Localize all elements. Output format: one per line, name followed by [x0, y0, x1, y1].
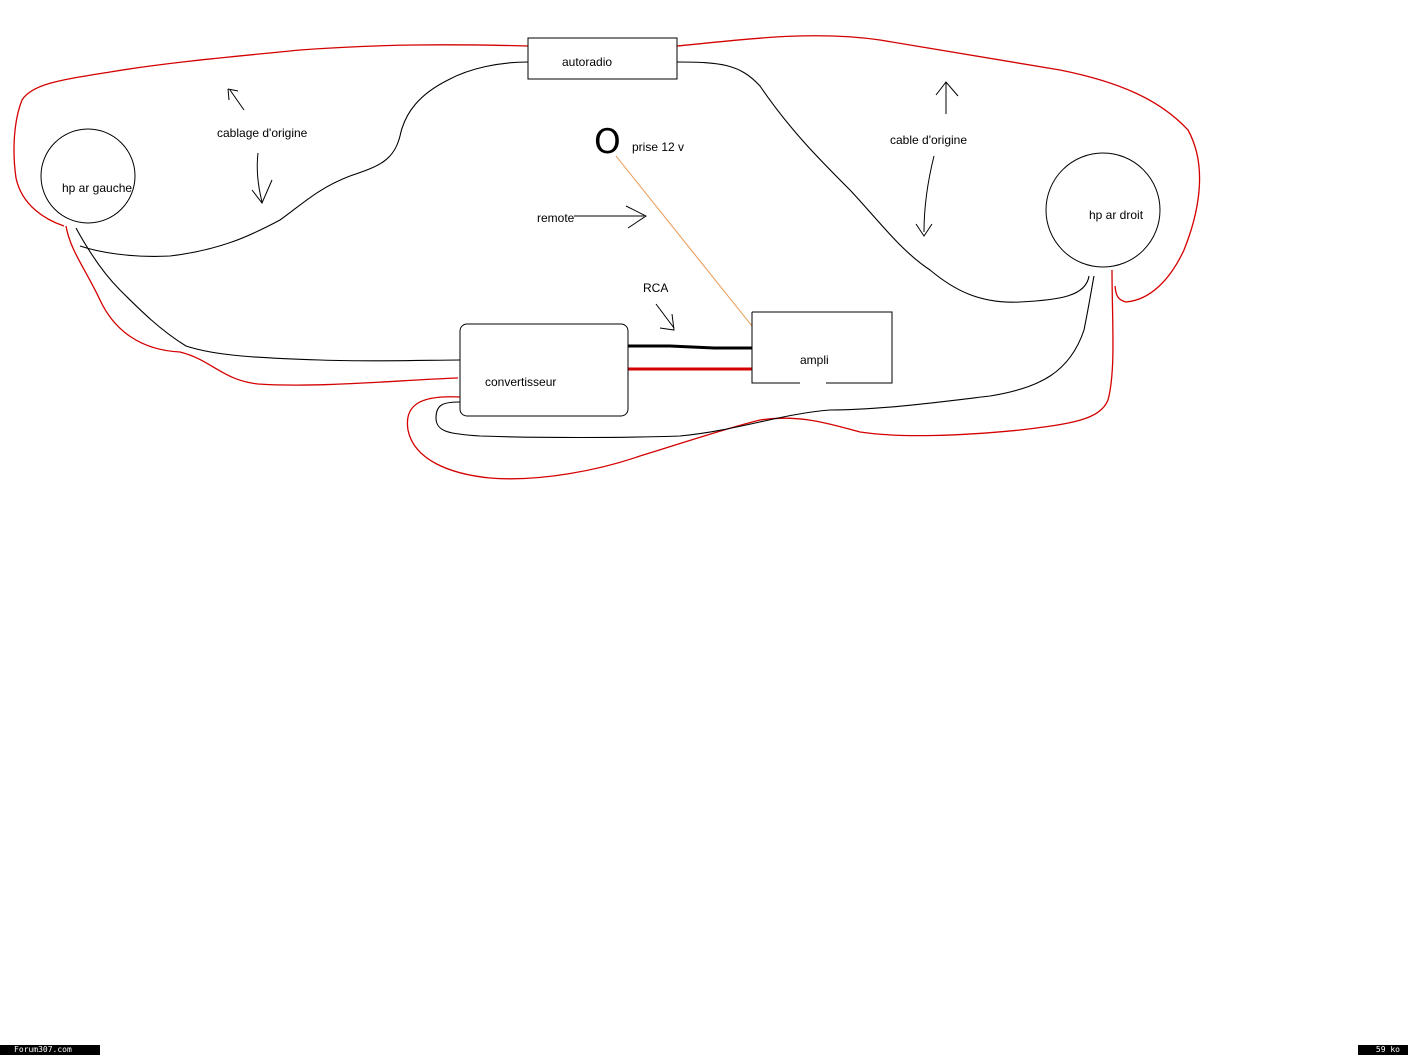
rca-label: RCA — [643, 281, 668, 295]
red-wire-top-loop — [13, 35, 1201, 303]
speaker-right-label: hp ar droit — [1089, 208, 1144, 222]
cable-origine-right — [676, 61, 1090, 303]
red-wire-bottom-loop — [406, 269, 1114, 480]
footer-site-badge: Forum307.com — [0, 1045, 100, 1055]
cable-right-label: cable d'origine — [890, 133, 967, 147]
cablage-left-label: cablage d'origine — [217, 126, 308, 140]
cable-origine-left — [79, 61, 529, 257]
prise-label: prise 12 v — [632, 140, 684, 154]
autoradio-box: autoradio — [527, 37, 678, 80]
remote-label: remote — [537, 211, 575, 225]
arrow-up-left-icon — [227, 88, 245, 111]
arrow-down-icon — [915, 155, 935, 237]
arrow-up-icon — [935, 81, 959, 114]
prise-symbol: O — [594, 122, 621, 162]
prise-12v: O prise 12 v — [594, 122, 684, 162]
red-wire-left-to-convertisseur — [65, 225, 459, 386]
speaker-right: hp ar droit — [1045, 152, 1161, 268]
annotation-cablage-left: cablage d'origine — [217, 88, 308, 204]
convertisseur-box: convertisseur — [459, 323, 629, 417]
arrow-down-right-icon — [655, 303, 675, 331]
rca-cables — [624, 344, 752, 371]
speaker-left: hp ar gauche — [40, 128, 136, 224]
arrow-down-icon — [251, 152, 273, 204]
ampli-label: ampli — [800, 353, 829, 367]
annotation-rca: RCA — [643, 281, 675, 331]
wire-convertisseur-to-right — [435, 275, 1095, 439]
footer-file-size: 59 ko — [1358, 1045, 1408, 1055]
remote-wire — [615, 155, 753, 327]
ampli-box: ampli — [751, 311, 893, 384]
speaker-left-label: hp ar gauche — [62, 181, 132, 195]
arrow-right-icon — [574, 205, 647, 229]
convertisseur-label: convertisseur — [485, 375, 556, 389]
wire-left-to-convertisseur — [75, 227, 461, 362]
rca-cable-black — [628, 344, 752, 350]
autoradio-label: autoradio — [562, 55, 612, 69]
red-wires — [13, 35, 1201, 480]
annotation-remote: remote — [537, 205, 647, 229]
black-wires — [75, 61, 1095, 439]
annotation-cable-right: cable d'origine — [890, 81, 967, 237]
